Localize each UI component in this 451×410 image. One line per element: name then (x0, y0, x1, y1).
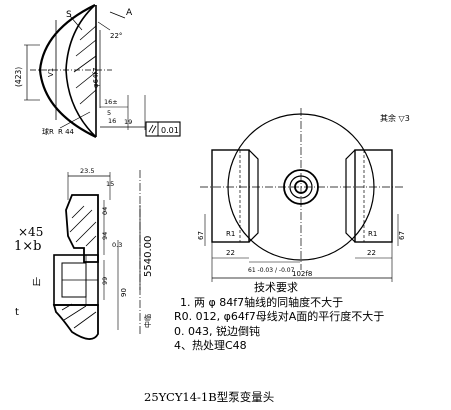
dim-16-tol-text: 16± (104, 98, 118, 106)
dim-22-left-text: 22 (226, 249, 235, 257)
drawing-caption: 25YCY14-1B型泵变量头 (144, 390, 275, 404)
label-a: A (126, 8, 133, 18)
dim-5540-text: 5540.00 (143, 236, 154, 277)
dim-15-text: 15 (106, 180, 114, 188)
dim-v1-text: V1 (47, 68, 55, 77)
dim-16-text: 16 (108, 117, 116, 125)
notes-line-2: R0. 012, φ64f7母线对A面的平行度不大于 (174, 310, 385, 323)
finish-note-text: 其余 ▽3 (380, 113, 410, 123)
section-upper-hatch (69, 205, 97, 247)
section-view: 23.5 15 04 0.3 94 99 5540.00 90 中临 t 山 (15, 167, 154, 340)
angle-22-leader (97, 21, 111, 31)
right-trunnion (354, 149, 393, 243)
r1-right-text: R1 (368, 230, 377, 238)
label-a-leader (109, 11, 126, 19)
section-label-left: t (15, 307, 19, 318)
dim-x45-text: ×45 (18, 225, 44, 239)
notes-line-3: 0. 043, 锐边倒钝 (174, 324, 260, 338)
radius-prefix-text: 球R (42, 127, 54, 136)
dim-22-right-text: 22 (367, 249, 376, 257)
r1-left-text: R1 (226, 230, 235, 238)
dim-102-text: 102f8 (292, 270, 312, 278)
dim-1xb-text: 1×b (14, 239, 42, 254)
section-lower-body (52, 304, 99, 340)
dim-03-text: 0.3 (112, 241, 122, 249)
dim-19-text: 19 (124, 118, 132, 126)
crescent-hatch-1 (73, 25, 97, 105)
dim-04-text: 04 (101, 207, 109, 215)
label-s-leader (69, 15, 83, 31)
label-s: S (66, 10, 72, 20)
section-label-mid: 山 (32, 277, 41, 288)
dim-5-text: 5 (107, 109, 111, 117)
parallel-tolerance-value: 0.01 (161, 126, 179, 135)
angle-22-text: 22° (110, 32, 122, 40)
dim-94-text: 94 (101, 232, 109, 240)
dim-99-text: 99 (101, 277, 109, 285)
dim-23-5-text: 23.5 (80, 167, 94, 175)
radius-leader (59, 111, 91, 129)
top-left-view: S A 22° (423) V1 φ64f7 16± 5 16 19 球R R … (14, 4, 181, 138)
dim-423-text: (423) (14, 67, 23, 87)
dim-61-text: 61 -0.03 / -0.07 (248, 267, 295, 274)
radius-r44-text: R 44 (58, 128, 75, 136)
dim-67-left-text: 67 (197, 231, 205, 240)
section-lower-hatch (61, 303, 97, 329)
notes-line-1: 1. 两 φ 84f7轴线的同轴度不大于 (180, 295, 344, 309)
technical-requirements: 技术要求 1. 两 φ 84f7轴线的同轴度不大于 R0. 012, φ64f7… (174, 281, 444, 354)
notes-heading: 技术要求 (254, 281, 298, 294)
section-label-bottom: 中临 (143, 314, 152, 328)
dim-67-right-text: 67 (398, 231, 406, 240)
right-view: 其余 ▽3 R1 R1 67 67 22 22 61 -0.03 / -0.07… (197, 108, 410, 282)
left-trunnion-hatch (248, 149, 259, 243)
left-trunnion (211, 149, 250, 243)
right-trunnion-hatch (345, 149, 356, 243)
dim-90-text: 90 (120, 288, 128, 297)
parallel-icon (148, 124, 157, 134)
crescent-outer-outline (38, 4, 97, 138)
dim-phi64f7-text: φ64f7 (92, 68, 100, 88)
notes-line-4: 4、热处理C48 (174, 339, 247, 352)
section-upper-body (65, 194, 99, 263)
parallel-tolerance-frame (145, 121, 181, 137)
